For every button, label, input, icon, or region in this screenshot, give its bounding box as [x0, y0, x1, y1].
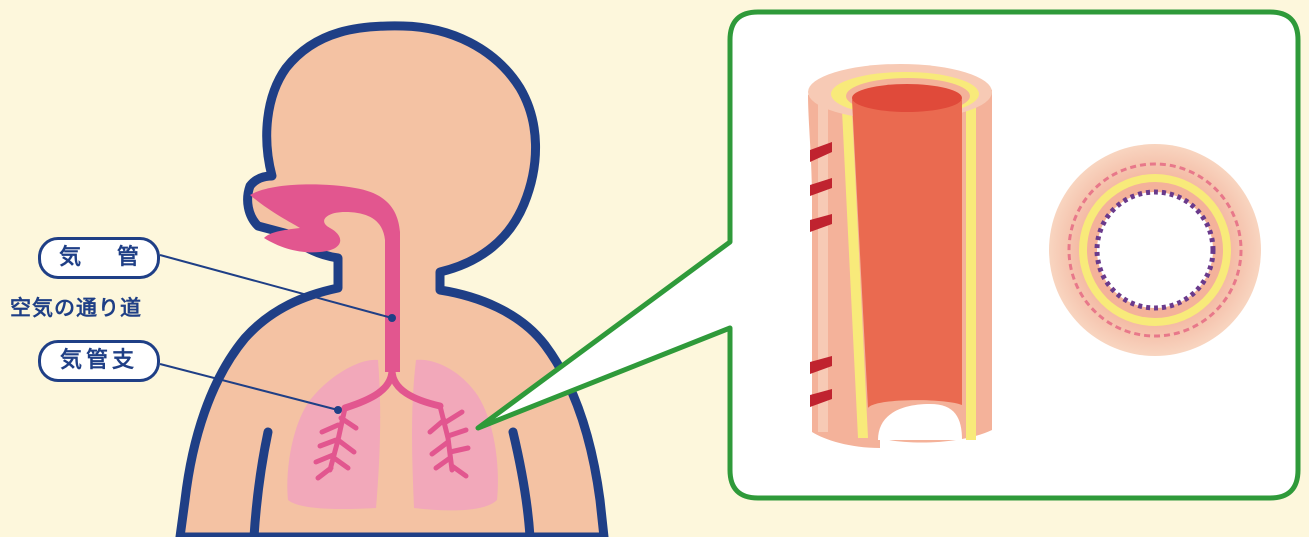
trachea-tube	[385, 330, 400, 372]
tube-lumen	[852, 87, 962, 409]
airway-note-label: 空気の通り道	[10, 292, 142, 322]
bronchi-label: 気管支	[38, 340, 160, 382]
tube-yellow-right	[966, 95, 976, 440]
bronchial-ring-cross-section	[1049, 144, 1261, 356]
bronchial-tube-illustration	[808, 64, 992, 448]
trachea-leader-dot	[388, 314, 396, 322]
trachea-label: 気 管	[38, 237, 160, 279]
ring-lumen	[1097, 192, 1213, 308]
tube-lumen-top	[852, 84, 962, 112]
bronchi-leader-dot	[334, 406, 342, 414]
